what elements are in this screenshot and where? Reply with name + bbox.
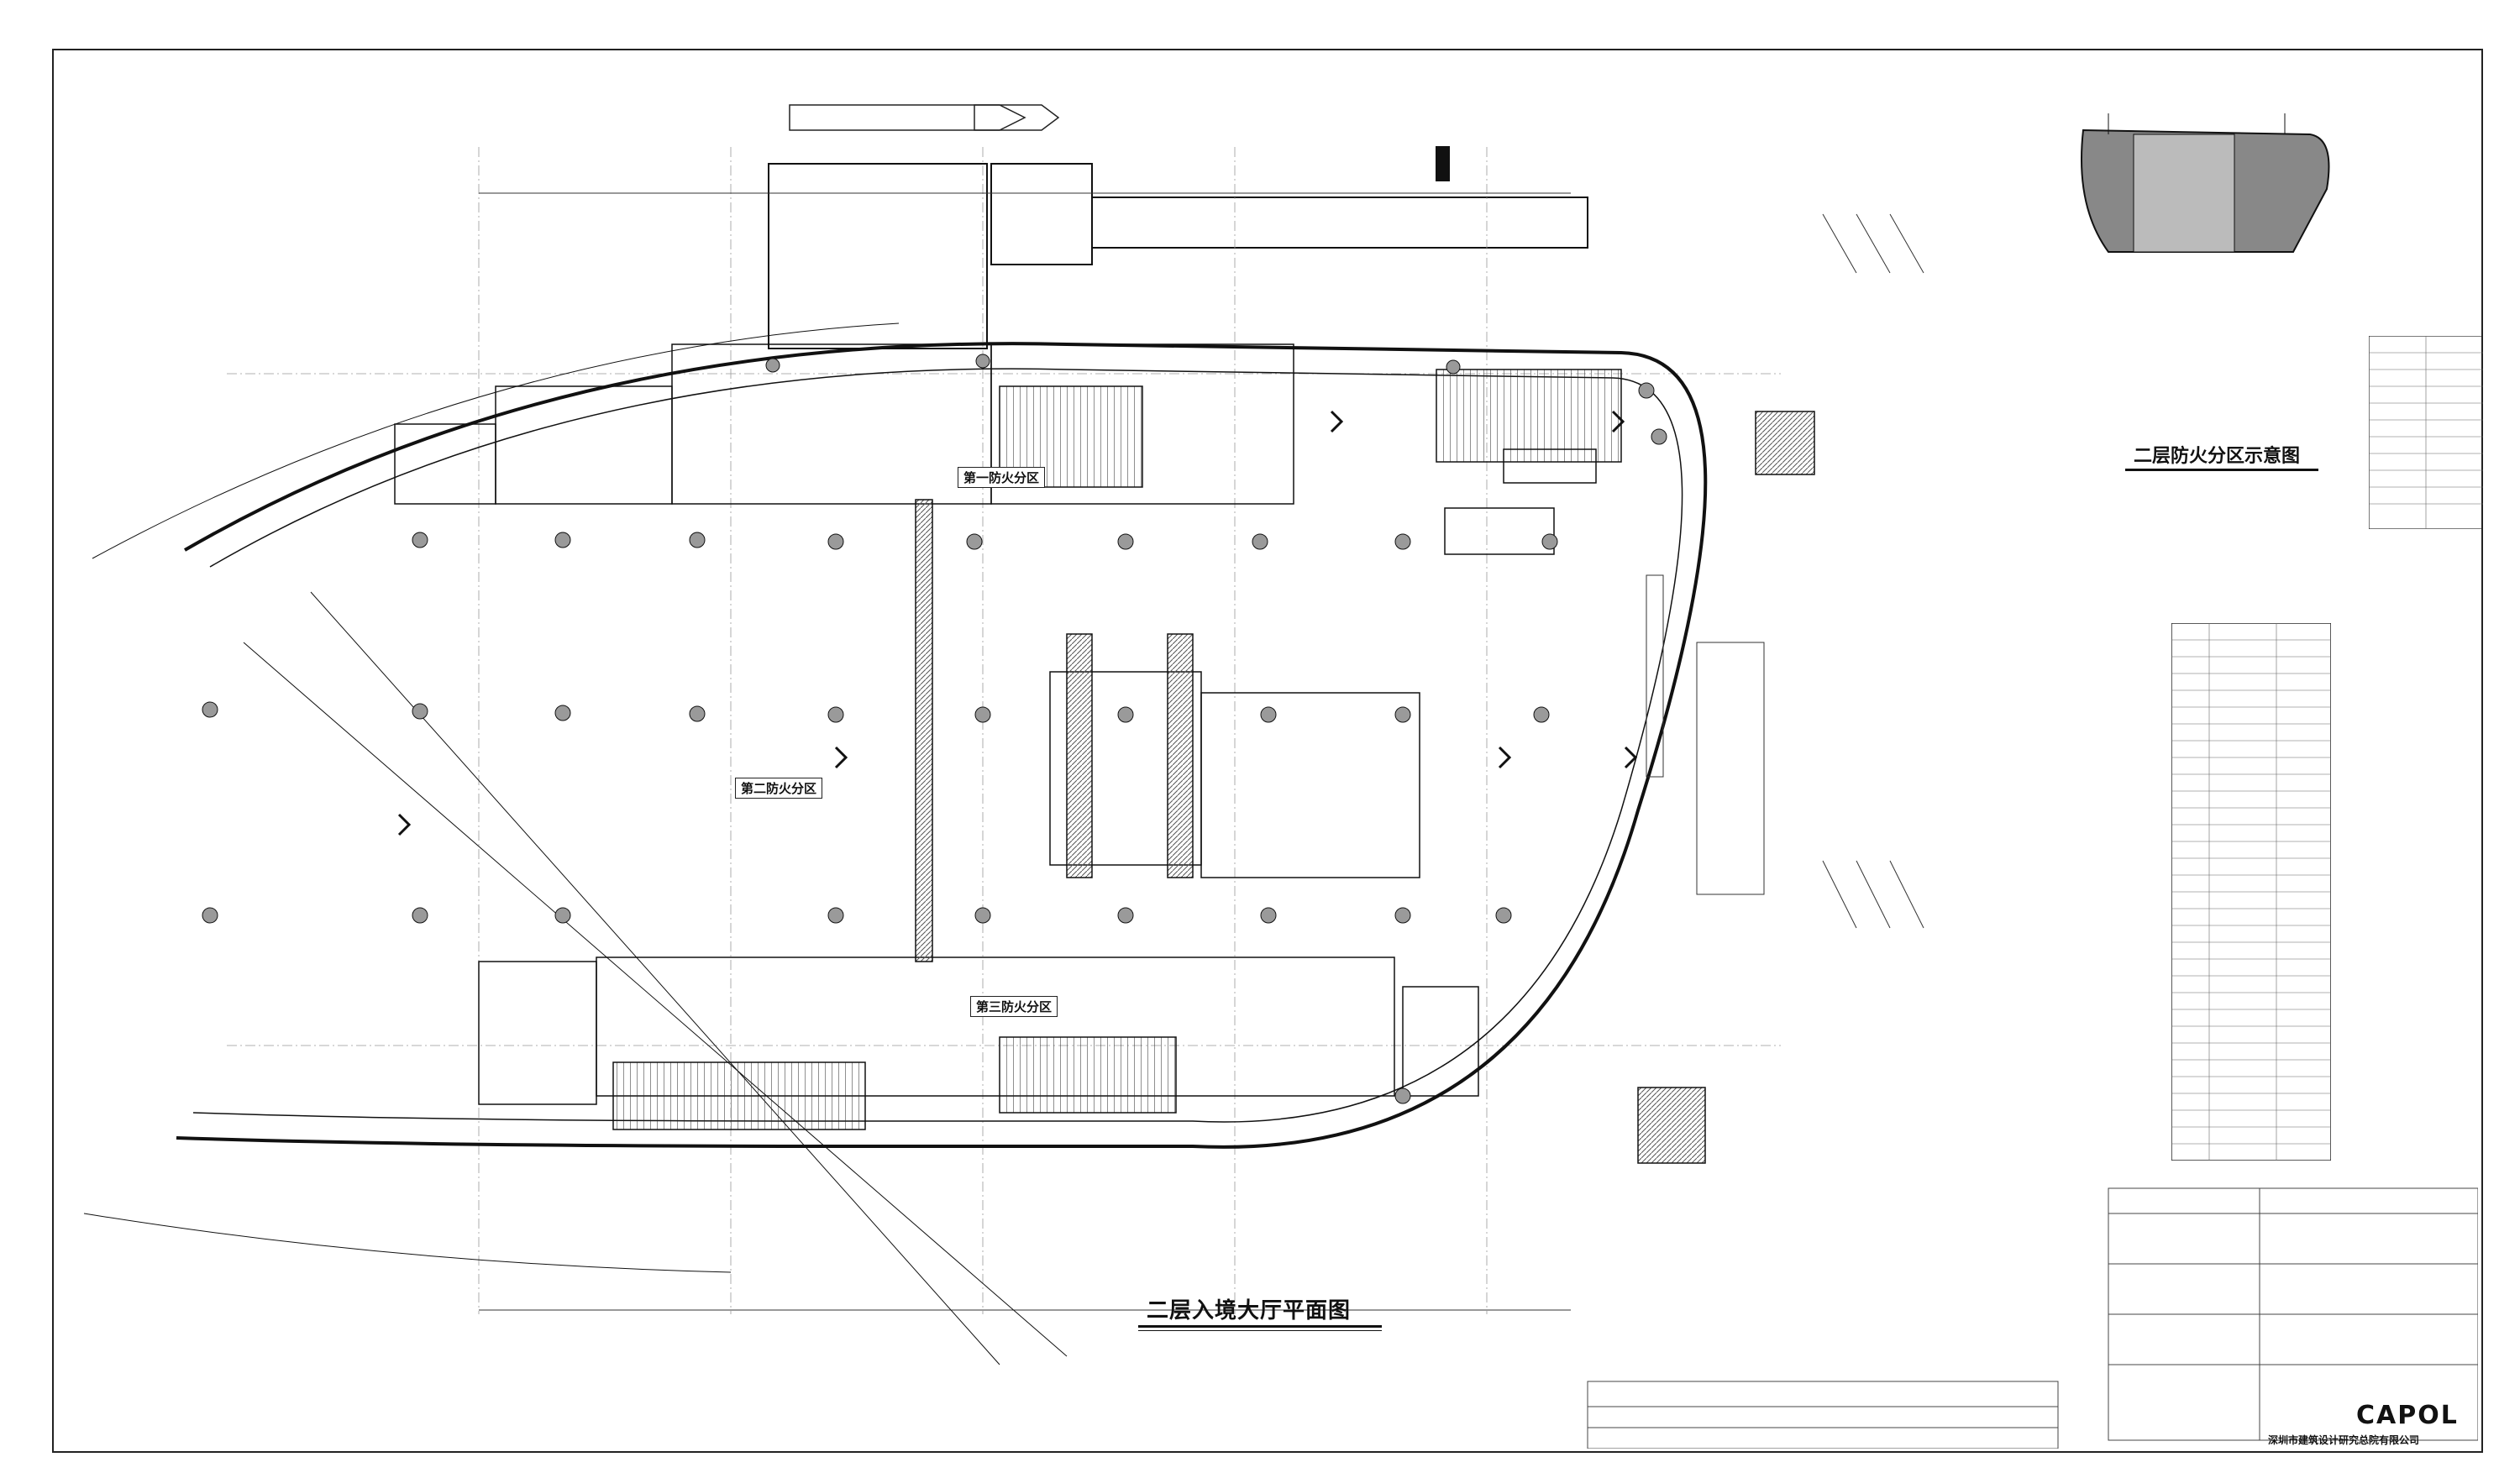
company-logo: CAPOL: [2356, 1401, 2459, 1430]
upper-block: [768, 146, 1588, 349]
title-block-grid: [1587, 1187, 2478, 1449]
north-rooms: [394, 343, 1815, 555]
company-name: 深圳市建筑设计研究总院有限公司: [2268, 1434, 2420, 1446]
central-hall: [915, 499, 1420, 962]
sheet-border: [52, 49, 2483, 1453]
parking-bays: [1646, 213, 1924, 929]
building-outline: [83, 322, 1708, 1365]
zone2-label: 第二防火分区: [735, 778, 823, 799]
legend-table: [2369, 336, 2483, 529]
fire-zone-inset: [2081, 113, 2330, 253]
floor-plan: [83, 104, 2478, 1449]
fire-zone-title: 二层防火分区示意图: [2134, 446, 2301, 467]
zone1-label: 第一防火分区: [958, 467, 1046, 488]
room-area-table: [2171, 623, 2331, 1161]
columns: [202, 354, 1667, 1104]
dimension-lines: [479, 192, 1571, 1311]
fire-zone-title-underline: [2125, 469, 2318, 471]
south-rooms: [478, 957, 1706, 1164]
top-ships: [789, 104, 1060, 131]
main-title-underline: [1138, 1325, 1382, 1328]
flow-arrows: [397, 410, 1638, 836]
zone3-label: 第三防火分区: [970, 996, 1058, 1017]
grid-lines: [227, 147, 1781, 1314]
main-title-underline-thin: [1138, 1330, 1382, 1331]
main-drawing-title: 二层入境大厅平面图: [1147, 1298, 1352, 1323]
